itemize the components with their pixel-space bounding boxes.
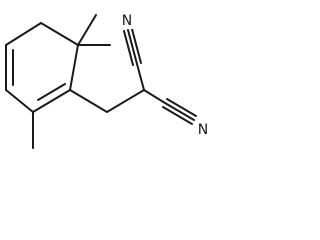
bond-ch2-ch	[106, 89, 145, 113]
gem-dimethyl-group	[77, 14, 111, 46]
triple-bond-upper-b	[131, 28, 142, 64]
triple-bond-lower-a	[164, 102, 195, 121]
triple-bond-upper-a	[127, 29, 138, 65]
nitrogen-upper-mask	[119, 9, 135, 29]
bond-c2-c3	[69, 44, 79, 91]
bond-c3-c4	[32, 89, 71, 113]
nitrogen-label-lower: N	[198, 122, 208, 138]
bond-methyl-top	[77, 14, 97, 46]
bond-c3-c4-double-inner	[37, 83, 66, 101]
chemical-structure-diagram: N N	[5, 9, 211, 149]
bond-c4-c5	[5, 89, 34, 113]
triple-bond-lower-b	[166, 98, 197, 117]
bond-c1-c2	[40, 22, 79, 46]
methylene-bridge	[69, 89, 145, 113]
triple-bond-upper-c	[123, 30, 134, 66]
bond-c6-c1	[5, 22, 42, 46]
cyclohexadiene-ring	[5, 22, 79, 113]
nitrile-group-upper	[123, 28, 145, 91]
nitrogen-label-upper: N	[122, 13, 132, 29]
nitrile-group-lower	[143, 89, 197, 125]
bond-ring-ch2	[69, 89, 108, 113]
triple-bond-lower-c	[162, 106, 193, 125]
bond-ch-cn-lower	[143, 89, 166, 104]
bond-ch-cn-upper	[136, 63, 145, 91]
nitrogen-lower-mask	[195, 118, 211, 138]
